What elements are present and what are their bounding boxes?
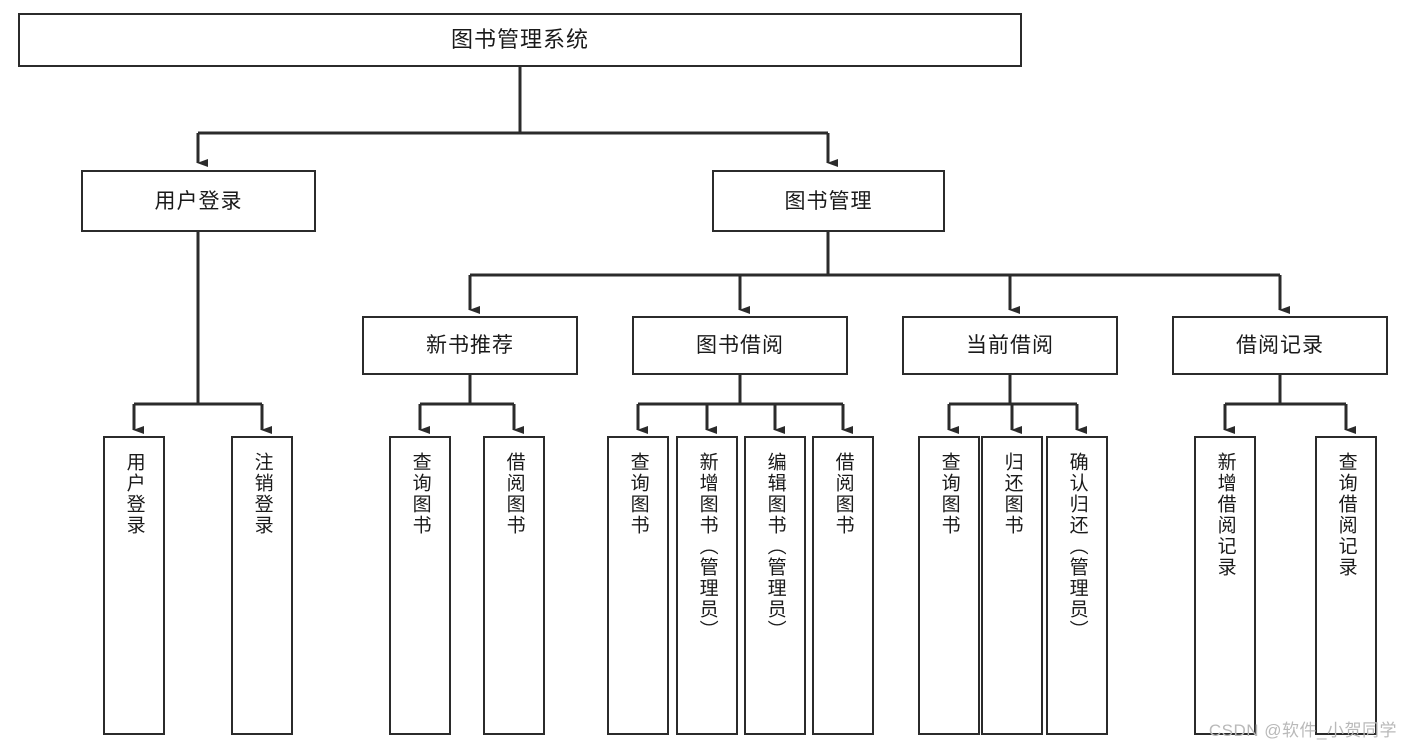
leaf-borrow-add-book-admin[interactable]: 新增图书（管理员） bbox=[676, 436, 738, 735]
node-label: 用户登录 bbox=[154, 189, 243, 213]
leaf-record-query-borrow-record[interactable]: 查询借阅记录 bbox=[1315, 436, 1377, 735]
node-book-borrow[interactable]: 图书借阅 bbox=[632, 316, 848, 375]
leaf-recommend-borrow-book[interactable]: 借阅图书 bbox=[483, 436, 545, 735]
node-label: 编辑图书（管理员） bbox=[764, 452, 786, 641]
node-label: 借阅图书 bbox=[503, 452, 525, 536]
leaf-recommend-query-book[interactable]: 查询图书 bbox=[389, 436, 451, 735]
leaf-record-add-borrow-record[interactable]: 新增借阅记录 bbox=[1194, 436, 1256, 735]
node-label: 新书推荐 bbox=[426, 334, 514, 357]
node-label: 确认归还（管理员） bbox=[1066, 452, 1088, 641]
leaf-borrow-edit-book-admin[interactable]: 编辑图书（管理员） bbox=[744, 436, 806, 735]
node-label: 归还图书 bbox=[1001, 452, 1023, 536]
node-label: 新增图书（管理员） bbox=[696, 452, 718, 641]
node-label: 新增借阅记录 bbox=[1214, 452, 1236, 578]
node-label: 查询借阅记录 bbox=[1335, 452, 1357, 578]
leaf-user-login-login[interactable]: 用户登录 bbox=[103, 436, 165, 735]
leaf-current-return-book[interactable]: 归还图书 bbox=[981, 436, 1043, 735]
node-label: 用户登录 bbox=[123, 452, 145, 536]
leaf-user-login-logout[interactable]: 注销登录 bbox=[231, 436, 293, 735]
leaf-borrow-query-book[interactable]: 查询图书 bbox=[607, 436, 669, 735]
node-label: 查询图书 bbox=[627, 452, 649, 536]
node-label: 注销登录 bbox=[251, 452, 273, 536]
node-label: 图书管理 bbox=[784, 189, 873, 213]
node-label: 借阅图书 bbox=[832, 452, 854, 536]
node-current-borrow[interactable]: 当前借阅 bbox=[902, 316, 1118, 375]
node-user-login[interactable]: 用户登录 bbox=[81, 170, 316, 232]
node-new-book-recommend[interactable]: 新书推荐 bbox=[362, 316, 578, 375]
node-root-library-system[interactable]: 图书管理系统 bbox=[18, 13, 1022, 67]
leaf-borrow-borrow-book[interactable]: 借阅图书 bbox=[812, 436, 874, 735]
leaf-current-query-book[interactable]: 查询图书 bbox=[918, 436, 980, 735]
node-book-management[interactable]: 图书管理 bbox=[712, 170, 945, 232]
node-label: 当前借阅 bbox=[966, 334, 1054, 357]
node-label: 查询图书 bbox=[938, 452, 960, 536]
node-label: 图书管理系统 bbox=[450, 27, 589, 52]
leaf-current-confirm-return-admin[interactable]: 确认归还（管理员） bbox=[1046, 436, 1108, 735]
node-label: 借阅记录 bbox=[1236, 334, 1324, 357]
node-label: 查询图书 bbox=[409, 452, 431, 536]
node-label: 图书借阅 bbox=[696, 334, 784, 357]
node-borrow-record[interactable]: 借阅记录 bbox=[1172, 316, 1388, 375]
